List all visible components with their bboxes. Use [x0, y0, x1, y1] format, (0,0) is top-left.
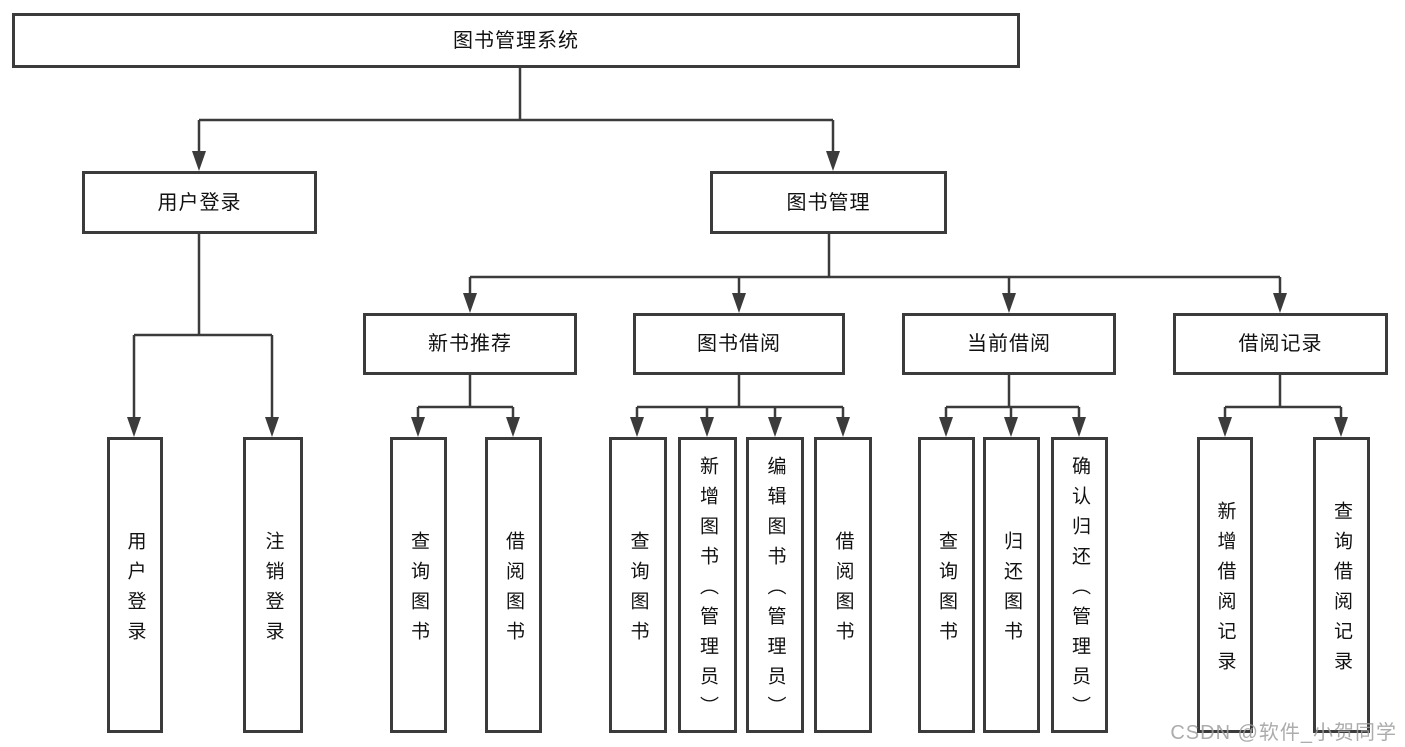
node-label: 编辑图书（管理员） — [764, 455, 786, 726]
connector-path — [416, 375, 515, 421]
connector-path — [635, 375, 845, 421]
node-label: 借阅记录 — [1238, 333, 1323, 355]
node-add-books-admin: 新增图书（管理员） — [678, 437, 737, 733]
node-query-books: 查询图书 — [918, 437, 975, 733]
arrowhead-icon — [939, 417, 953, 437]
node-label: 注销登录 — [262, 530, 284, 651]
node-borrow-books: 借阅图书 — [814, 437, 872, 733]
watermark: CSDN @软件_小贺同学 — [1170, 722, 1397, 744]
node-label: 当前借阅 — [967, 333, 1051, 355]
node-confirm-return-admin: 确认归还（管理员） — [1051, 437, 1108, 733]
arrowhead-icon — [506, 417, 520, 437]
arrowhead-icon — [192, 151, 206, 171]
node-label: 图书管理系统 — [453, 29, 579, 52]
node-label: 新增借阅记录 — [1214, 500, 1236, 681]
connector-path — [197, 68, 835, 155]
node-label: 借阅图书 — [832, 530, 854, 651]
connector-path — [468, 234, 1282, 297]
arrowhead-icon — [1334, 417, 1348, 437]
arrowhead-icon — [1218, 417, 1232, 437]
node-label: 查询图书 — [627, 530, 649, 651]
connector-path — [1223, 375, 1343, 421]
node-label: 图书借阅 — [697, 333, 781, 355]
arrowhead-icon — [463, 293, 477, 313]
node-new-book-recommend: 新书推荐 — [363, 313, 577, 375]
arrowhead-icon — [700, 417, 714, 437]
node-label: 用户登录 — [124, 530, 146, 651]
arrowhead-icon — [1002, 293, 1016, 313]
connector-path — [944, 375, 1081, 421]
arrowhead-icon — [1273, 293, 1287, 313]
node-label: 用户登录 — [157, 191, 242, 214]
arrowhead-icon — [826, 151, 840, 171]
arrowhead-icon — [732, 293, 746, 313]
node-edit-books-admin: 编辑图书（管理员） — [746, 437, 804, 733]
node-borrowing-records: 借阅记录 — [1173, 313, 1388, 375]
node-label: 新书推荐 — [428, 333, 512, 355]
arrowhead-icon — [265, 417, 279, 437]
node-label: 图书管理 — [786, 191, 871, 214]
node-label: 查询借阅记录 — [1331, 500, 1352, 681]
arrowhead-icon — [127, 417, 141, 437]
node-user-login-action: 用户登录 — [107, 437, 163, 733]
node-book-management-module: 图书管理 — [710, 171, 947, 234]
node-label: 借阅图书 — [503, 530, 524, 651]
node-library-system-root: 图书管理系统 — [12, 13, 1020, 68]
arrowhead-icon — [411, 417, 425, 437]
node-label: 新增图书（管理员） — [697, 455, 718, 726]
node-add-borrow-record: 新增借阅记录 — [1197, 437, 1253, 733]
node-user-login-module: 用户登录 — [82, 171, 317, 234]
node-return-books: 归还图书 — [983, 437, 1040, 733]
arrowhead-icon — [1004, 417, 1018, 437]
node-query-books: 查询图书 — [390, 437, 447, 733]
arrowhead-icon — [768, 417, 782, 437]
node-label: 查询图书 — [936, 530, 957, 651]
connector-path — [132, 234, 274, 421]
node-query-books: 查询图书 — [609, 437, 667, 733]
node-book-borrowing: 图书借阅 — [633, 313, 845, 375]
node-label: 确认归还（管理员） — [1069, 455, 1090, 726]
node-label: 查询图书 — [408, 530, 429, 651]
node-current-borrowing: 当前借阅 — [902, 313, 1116, 375]
node-borrow-books: 借阅图书 — [485, 437, 542, 733]
node-logout-action: 注销登录 — [243, 437, 303, 733]
node-query-borrow-record: 查询借阅记录 — [1313, 437, 1370, 733]
arrowhead-icon — [630, 417, 644, 437]
arrowhead-icon — [836, 417, 850, 437]
arrowhead-icon — [1072, 417, 1086, 437]
node-label: 归还图书 — [1001, 530, 1022, 651]
